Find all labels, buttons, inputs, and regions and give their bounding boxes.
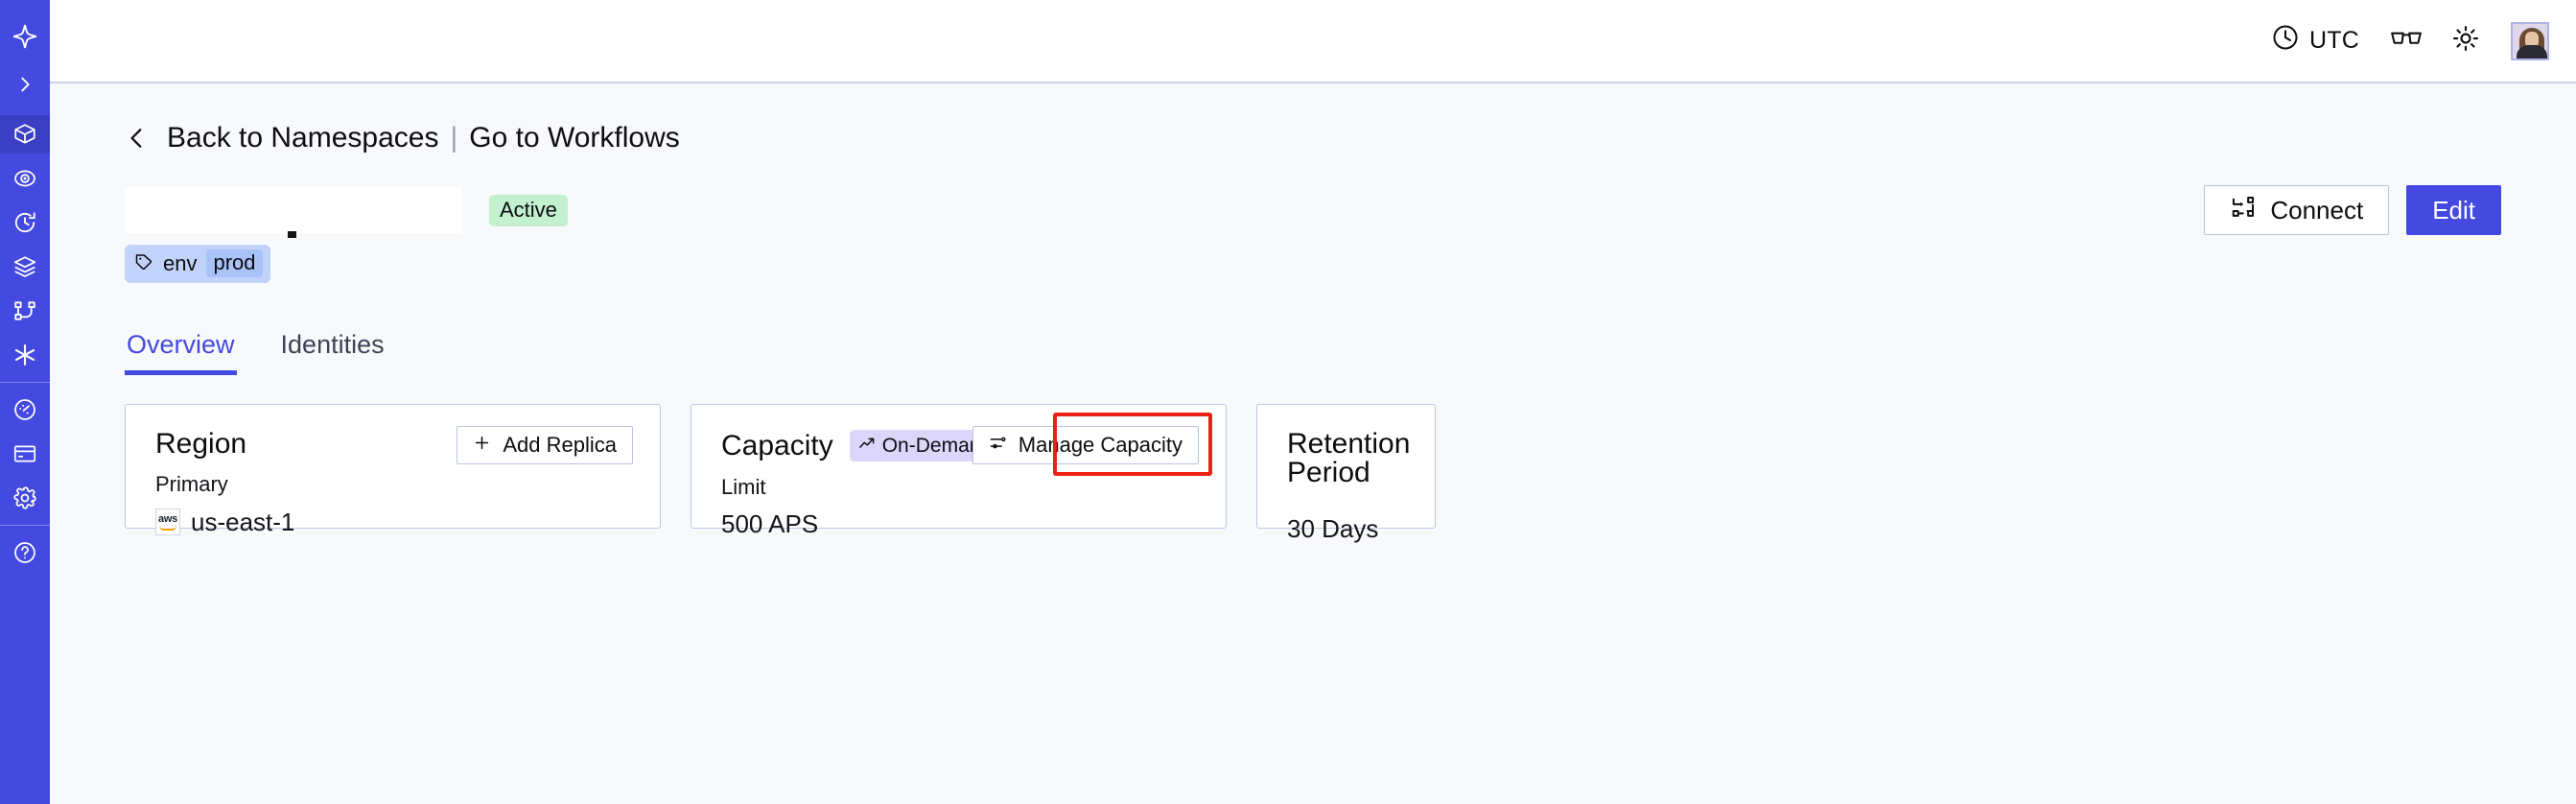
sidebar-expand-toggle[interactable]: [0, 63, 50, 106]
sidebar-item-namespaces[interactable]: [0, 115, 50, 154]
card-retention-header: Retention Period: [1287, 428, 1411, 488]
tab-overview[interactable]: Overview: [125, 330, 246, 375]
glasses-icon: [2390, 22, 2423, 59]
aws-icon: aws: [155, 508, 180, 535]
card-capacity: Capacity On-Demand: [691, 404, 1227, 536]
layers-icon: [12, 254, 37, 279]
sidebar-item-billing[interactable]: [0, 435, 50, 473]
gear-icon: [12, 485, 37, 510]
theme-toggle-button[interactable]: [2436, 18, 2495, 64]
plus-icon: [473, 433, 491, 458]
credit-card-icon: [12, 441, 37, 466]
sidebar-divider-bottom: [0, 525, 50, 526]
clock-arrow-icon: [12, 210, 37, 235]
eye-spiral-icon: [12, 166, 37, 191]
connect-flow-icon: [2230, 194, 2257, 227]
namespace-actions: Connect Edit: [2204, 185, 2501, 235]
sliders-icon: [989, 433, 1007, 458]
connect-button-label: Connect: [2270, 195, 2364, 225]
cube-icon: [12, 122, 37, 147]
timezone-selector[interactable]: UTC: [2254, 18, 2377, 64]
timezone-label: UTC: [2309, 27, 2359, 54]
edit-button-label: Edit: [2432, 195, 2475, 225]
tag-chip-env[interactable]: env prod: [125, 245, 270, 283]
edit-button[interactable]: Edit: [2406, 185, 2501, 235]
main-column: UTC: [50, 0, 2576, 804]
add-replica-label: Add Replica: [503, 433, 617, 457]
help-circle-icon: [12, 540, 37, 565]
avatar-face: [2525, 31, 2539, 49]
gauge-icon: [12, 397, 37, 422]
sun-icon: [2451, 24, 2480, 58]
card-retention-title: Retention Period: [1287, 428, 1411, 488]
sidebar-item-workflows[interactable]: [0, 292, 50, 330]
page-content: Back to Namespaces | Go to Workflows Act…: [50, 83, 2576, 804]
chevron-left-icon[interactable]: [125, 126, 150, 151]
chevron-right-icon: [14, 74, 35, 95]
tag-icon: [134, 252, 153, 275]
card-capacity-value: 500 APS: [721, 509, 819, 538]
manage-capacity-button[interactable]: Manage Capacity: [972, 426, 1199, 464]
connect-button[interactable]: Connect: [2204, 185, 2390, 235]
tab-identities[interactable]: Identities: [280, 330, 385, 359]
card-region: Region Add Replica Primary aws: [125, 404, 661, 535]
add-replica-button[interactable]: Add Replica: [457, 426, 633, 464]
sidebar-item-batch[interactable]: [0, 248, 50, 286]
temporal-logo-icon: [11, 22, 39, 51]
primary-sidebar: [0, 0, 50, 804]
sidebar-item-integrations[interactable]: [0, 336, 50, 374]
clock-icon: [2271, 23, 2300, 59]
trend-up-icon: [858, 435, 876, 456]
aws-icon-smile: [159, 526, 176, 531]
tab-bar: Overview Identities: [125, 319, 2501, 375]
card-region-title: Region: [155, 428, 247, 460]
card-capacity-title: Capacity: [721, 429, 833, 461]
sidebar-item-settings[interactable]: [0, 479, 50, 517]
avatar-body: [2517, 44, 2547, 59]
breadcrumb-separator: |: [450, 122, 458, 154]
card-region-value-row: aws us-east-1: [155, 508, 633, 535]
sidebar-item-usage[interactable]: [0, 390, 50, 429]
sidebar-divider: [0, 382, 50, 383]
manage-capacity-label: Manage Capacity: [1018, 433, 1183, 457]
card-retention-value: 30 Days: [1287, 514, 1379, 543]
card-retention: Retention Period 30 Days: [1256, 404, 1436, 541]
status-badge: Active: [489, 194, 568, 226]
docs-button[interactable]: [2377, 18, 2436, 64]
sidebar-item-schedules[interactable]: [0, 203, 50, 242]
breadcrumb-back-link[interactable]: Back to Namespaces: [167, 122, 439, 154]
tab-bar-rule: [125, 373, 2501, 375]
top-header: UTC: [50, 0, 2576, 83]
card-region-sublabel: Primary: [155, 472, 228, 496]
redaction-artifact: [288, 231, 296, 238]
namespace-tags: env prod: [125, 245, 2501, 283]
header-actions: UTC: [2254, 18, 2549, 64]
namespace-title-row: Active: [125, 185, 2501, 238]
overview-cards: Region Add Replica Primary aws: [125, 404, 2501, 541]
sidebar-item-help[interactable]: [0, 533, 50, 572]
card-region-header: Region: [155, 430, 633, 459]
avatar[interactable]: [2511, 21, 2549, 60]
aws-icon-text: aws: [158, 512, 177, 525]
tag-value: prod: [206, 249, 263, 277]
sidebar-item-logo[interactable]: [0, 10, 50, 63]
nodes-graph-icon: [12, 298, 37, 323]
sidebar-item-observability[interactable]: [0, 159, 50, 198]
card-capacity-sublabel: Limit: [721, 475, 766, 499]
namespace-name-redacted: [125, 187, 462, 238]
asterisk-icon: [12, 342, 38, 368]
tag-key: env: [163, 250, 198, 275]
card-region-value: us-east-1: [191, 508, 295, 536]
breadcrumb-workflows-link[interactable]: Go to Workflows: [469, 122, 680, 154]
capacity-mode-label: On-Demand: [881, 434, 993, 457]
breadcrumb: Back to Namespaces | Go to Workflows: [125, 124, 2501, 153]
